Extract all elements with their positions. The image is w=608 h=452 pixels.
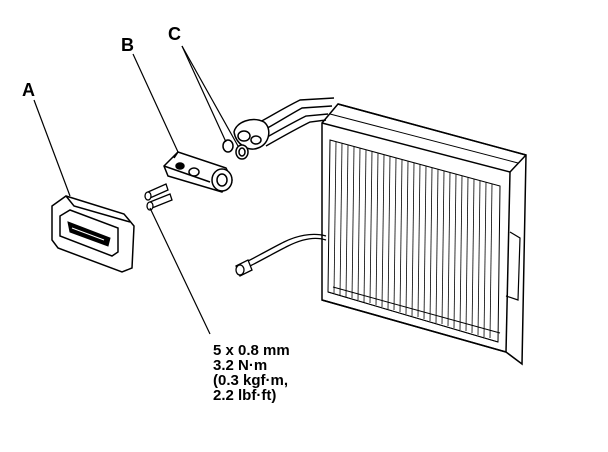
callout-label-c: C <box>168 24 181 44</box>
o-rings <box>222 139 249 160</box>
torque-spec-line-1: 5 x 0.8 mm <box>213 342 290 359</box>
evaporator-core <box>321 103 527 366</box>
callout-label-b: B <box>121 35 134 55</box>
insulator <box>51 195 135 273</box>
torque-spec: 5 x 0.8 mm 3.2 N·m (0.3 kgf·m, 2.2 lbf·f… <box>213 343 290 403</box>
thermistor <box>235 233 327 277</box>
torque-spec-line-3: (0.3 kgf·m, <box>213 372 289 389</box>
callout-label-a: A <box>22 80 35 100</box>
leader-lines <box>33 45 239 335</box>
evaporator-fins <box>333 141 493 339</box>
mounting-bolts <box>144 183 173 211</box>
expansion-valve <box>163 151 233 193</box>
pipe-flange <box>233 118 270 150</box>
torque-spec-line-4: 2.2 lbf·ft) <box>213 387 277 404</box>
torque-spec-line-2: 3.2 N·m <box>213 357 268 374</box>
